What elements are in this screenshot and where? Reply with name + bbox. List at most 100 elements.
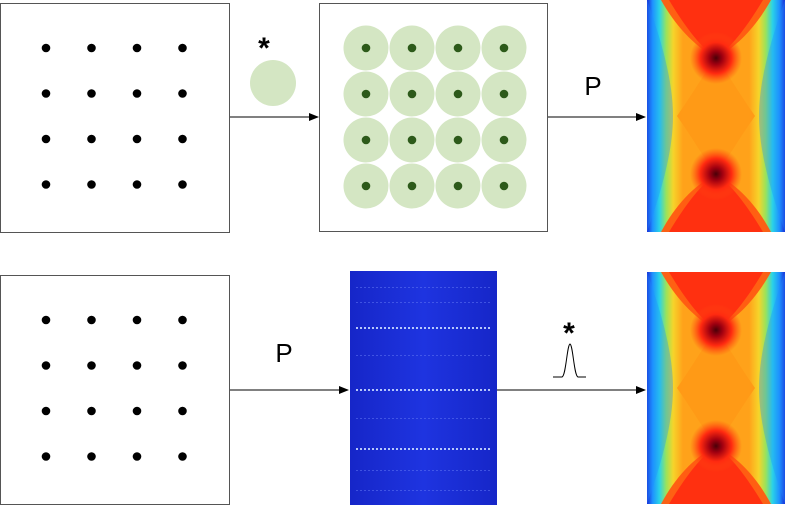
streak-mark xyxy=(468,355,470,356)
streak-mark xyxy=(368,327,370,329)
streak-mark xyxy=(380,327,382,329)
streak-mark xyxy=(436,418,438,419)
streak-mark xyxy=(436,287,438,288)
streak-mark xyxy=(364,448,366,450)
streak-mark xyxy=(436,355,438,356)
streak-mark xyxy=(388,448,390,450)
streak-mark xyxy=(396,287,398,288)
streak-mark xyxy=(420,418,422,419)
streak-mark xyxy=(424,448,426,450)
streak-mark xyxy=(472,490,474,491)
lattice-dot xyxy=(132,43,142,53)
streak-mark xyxy=(404,327,406,329)
streak-mark xyxy=(440,287,442,288)
lattice-dot xyxy=(87,89,96,98)
streak-mark xyxy=(360,302,362,303)
streak-mark xyxy=(364,327,366,329)
streak-mark xyxy=(380,470,382,471)
streak-mark xyxy=(372,327,374,329)
streak-mark xyxy=(360,418,362,419)
streak-mark xyxy=(396,355,398,356)
disk-center-dot xyxy=(499,89,509,99)
streak-mark xyxy=(440,302,442,303)
streak-mark xyxy=(416,355,418,356)
streak-mark xyxy=(368,418,370,419)
streak-mark xyxy=(432,470,434,471)
streak-mark xyxy=(460,355,462,356)
streak-mark xyxy=(476,355,478,356)
streak-mark xyxy=(372,287,374,288)
streak-mark xyxy=(360,287,362,288)
streak-mark xyxy=(424,418,426,419)
lattice-dot xyxy=(132,134,142,144)
dot-grid xyxy=(41,43,187,189)
streak-mark xyxy=(384,418,386,419)
streak-mark xyxy=(384,302,386,303)
streak-mark xyxy=(444,389,446,391)
streak-mark xyxy=(436,448,438,450)
streak-mark xyxy=(484,302,486,303)
projection-streaks xyxy=(356,287,490,491)
streak-mark xyxy=(428,389,430,391)
streak-mark xyxy=(468,418,470,419)
streak-mark xyxy=(416,470,418,471)
streak-mark xyxy=(464,287,466,288)
streak-mark xyxy=(404,418,406,419)
streak-mark xyxy=(456,418,458,419)
disk-center-dot xyxy=(499,43,509,53)
streak-mark xyxy=(420,490,422,491)
streak-mark xyxy=(372,389,374,391)
streak-mark xyxy=(364,490,366,491)
streak-mark xyxy=(440,327,442,329)
streak-mark xyxy=(412,490,414,491)
streak-mark xyxy=(448,287,450,288)
lattice-dot xyxy=(41,180,51,189)
streak-mark xyxy=(380,448,382,450)
streak-mark xyxy=(388,490,390,491)
streak-mark xyxy=(468,470,470,471)
streak-mark xyxy=(476,327,478,329)
streak-mark xyxy=(460,418,462,419)
streak-mark xyxy=(460,287,462,288)
streak-mark xyxy=(392,418,394,419)
streak-mark xyxy=(368,448,370,450)
streak-mark xyxy=(384,355,386,356)
streak-mark xyxy=(360,470,362,471)
lattice-dot xyxy=(41,89,51,98)
streak-mark xyxy=(408,448,410,450)
lattice-dot xyxy=(87,43,96,53)
streak-mark xyxy=(428,448,430,450)
disk-center-dot xyxy=(499,135,509,145)
streak-mark xyxy=(444,302,446,303)
streak-mark xyxy=(488,389,490,391)
streak-mark xyxy=(388,302,390,303)
lattice-dot xyxy=(132,406,142,416)
lattice-dot xyxy=(132,452,142,461)
streak-mark xyxy=(376,470,378,471)
streak-mark xyxy=(356,327,358,329)
streak-mark xyxy=(408,418,410,419)
streak-mark xyxy=(368,490,370,491)
disk-center-dot xyxy=(361,181,371,191)
dot-grid xyxy=(41,315,187,461)
lattice-dot xyxy=(132,180,142,189)
streak-mark xyxy=(412,418,414,419)
lattice-dot xyxy=(41,406,51,416)
disk-center-dot xyxy=(453,43,463,53)
lattice-dot xyxy=(41,452,51,461)
projection-label: P xyxy=(584,71,601,101)
streak-mark xyxy=(384,448,386,450)
streak-mark xyxy=(360,490,362,491)
lattice-dot xyxy=(132,315,142,325)
streak-mark xyxy=(372,470,374,471)
streak-mark xyxy=(404,389,406,391)
streak-mark xyxy=(384,470,386,471)
streak-mark xyxy=(480,470,482,471)
bottom-lattice-panel xyxy=(0,275,230,505)
streak-mark xyxy=(392,490,394,491)
streak-mark xyxy=(356,470,358,471)
streak-mark xyxy=(400,389,402,391)
streak-mark xyxy=(384,490,386,491)
streak-mark xyxy=(376,327,378,329)
streak-mark xyxy=(424,302,426,303)
